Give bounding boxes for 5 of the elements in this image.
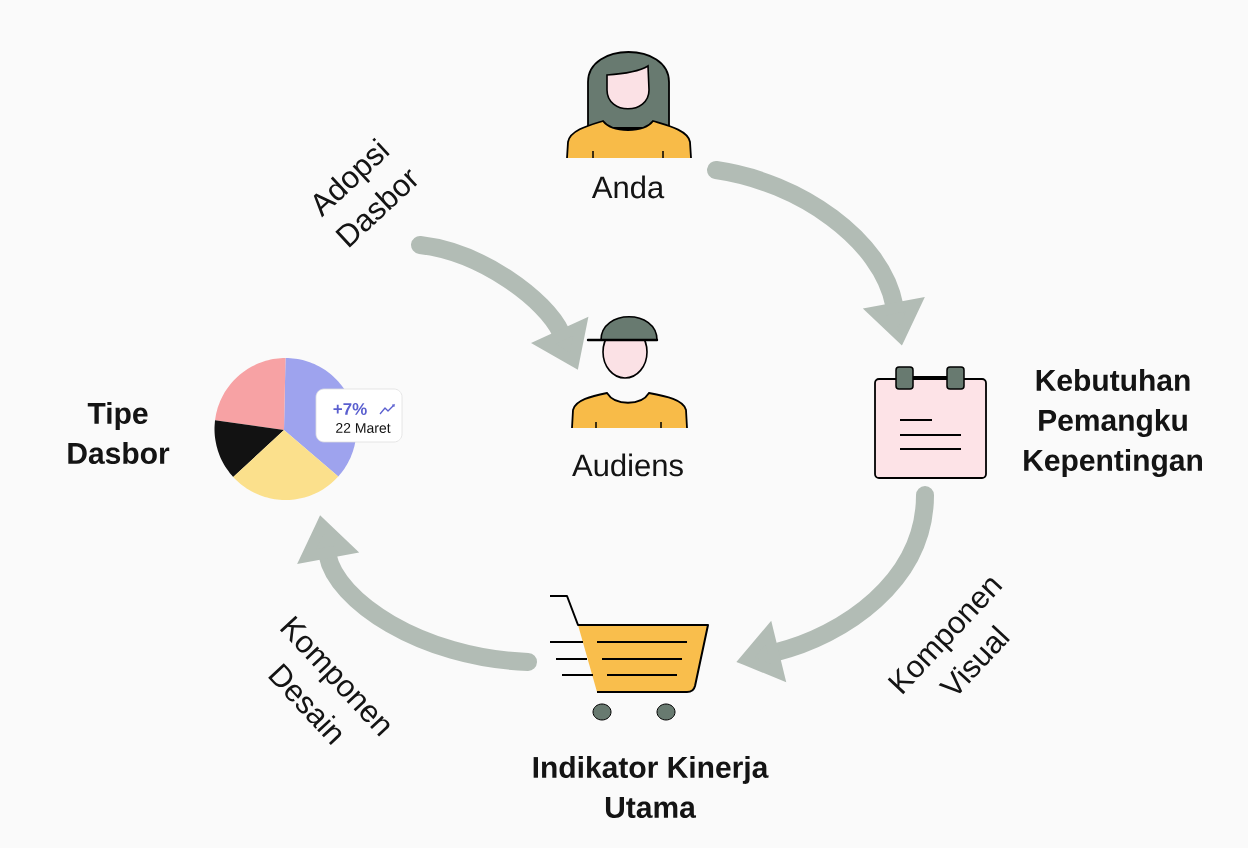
node-label: Audiens <box>572 453 683 477</box>
node-label: Kebutuhan Pemangku Kepentingan <box>1024 368 1202 478</box>
node-label: Anda <box>591 175 665 199</box>
node-label: Tipe Dasbor <box>68 402 170 464</box>
node-label: Indikator Kinerja Utama <box>533 756 769 818</box>
